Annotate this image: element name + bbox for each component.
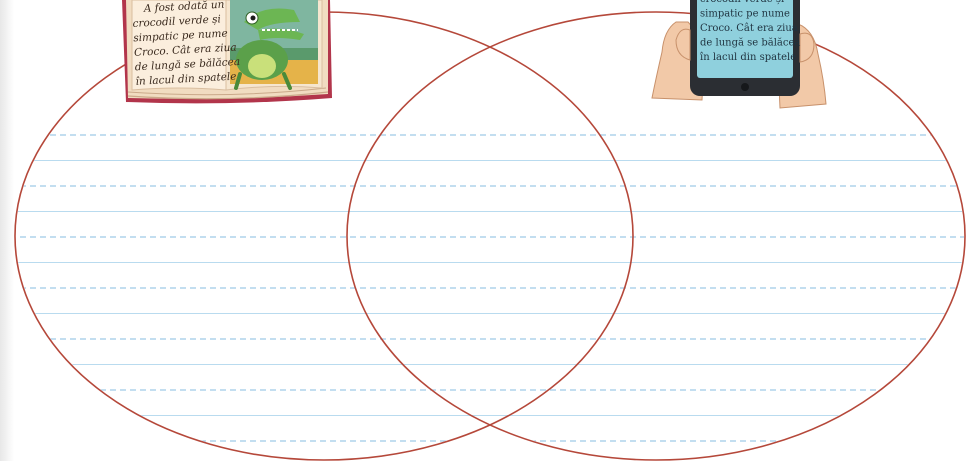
phone-text-line: crocodil verde și bbox=[700, 0, 784, 5]
hands-holding-phone-icon: crocodil verde și simpatic pe numeCroco. … bbox=[652, 0, 826, 108]
phone-text-line: în lacul din spatele bbox=[700, 52, 796, 63]
phone-text: crocodil verde și simpatic pe numeCroco. … bbox=[700, 0, 800, 63]
phone-text-line: simpatic pe nume bbox=[700, 9, 790, 20]
phone-text-line: de lungă se bălăcea bbox=[700, 38, 800, 49]
phone-text-line: Croco. Cât era ziua bbox=[700, 23, 798, 34]
writing-lines bbox=[0, 135, 966, 441]
